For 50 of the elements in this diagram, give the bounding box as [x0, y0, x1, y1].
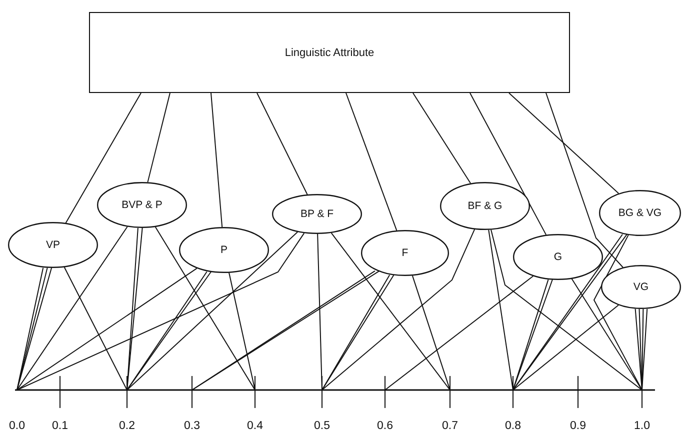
- term-label: G: [554, 251, 562, 263]
- connector-line: [322, 228, 476, 390]
- term-label: BVP & P: [122, 199, 162, 211]
- connector-line: [256, 92, 308, 195]
- connector-line: [65, 92, 142, 224]
- connector-line: [412, 92, 472, 184]
- connector-line: [126, 232, 298, 390]
- connector-line: [64, 266, 128, 390]
- connector-line: [16, 268, 198, 390]
- tick-label: 0.2: [119, 420, 135, 432]
- term-label: BF & G: [468, 200, 502, 212]
- connector-line: [488, 229, 514, 390]
- connector-line: [593, 234, 642, 390]
- connector-line: [317, 234, 322, 390]
- term-label: BG & VG: [618, 207, 662, 219]
- connector-line: [490, 229, 642, 390]
- tick-label: 0.8: [505, 420, 521, 432]
- connector-line: [210, 92, 223, 228]
- term-label: BP & F: [300, 208, 334, 220]
- connector-line: [412, 275, 450, 390]
- tick-label: 1.0: [634, 420, 650, 432]
- tick-label: 0.3: [184, 420, 200, 432]
- term-label: P: [220, 244, 228, 256]
- connector-line: [330, 232, 450, 390]
- tick-label: 0.1: [52, 420, 68, 432]
- connector-line: [546, 92, 624, 268]
- connector-line: [384, 276, 534, 390]
- connector-line: [470, 92, 547, 236]
- attribute-box: [89, 12, 570, 93]
- term-label: F: [402, 247, 408, 259]
- tick-label: 0.7: [442, 420, 458, 432]
- tick-label: 0.5: [314, 420, 330, 432]
- connector-line: [571, 278, 642, 390]
- tick-label: 0.9: [570, 420, 586, 432]
- term-label: VG: [633, 281, 649, 293]
- connector-line: [126, 227, 143, 390]
- box-title: Linguistic Attribute: [284, 46, 374, 58]
- term-label: VP: [46, 239, 60, 251]
- tick-label: 0.4: [247, 420, 263, 432]
- connector-line: [346, 92, 398, 231]
- connector-line: [228, 272, 256, 390]
- connector-line: [147, 92, 170, 183]
- connector-line: [16, 232, 305, 390]
- connector-line: [508, 92, 620, 194]
- connector-line: [512, 304, 619, 390]
- tick-label: 0.0: [9, 420, 25, 432]
- connector-line: [642, 308, 648, 390]
- connector-line: [16, 226, 128, 390]
- tick-label: 0.6: [377, 420, 393, 432]
- connector-line: [154, 226, 256, 390]
